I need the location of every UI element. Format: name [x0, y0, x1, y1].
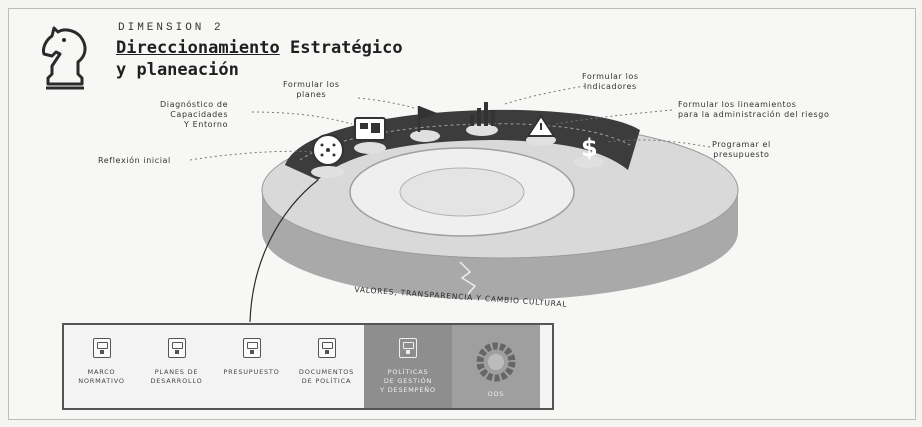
label-formular-planes: Formular los planes — [283, 80, 340, 99]
document-icon — [399, 338, 417, 358]
cell-label: ODS — [487, 390, 505, 398]
connector-line — [249, 179, 319, 323]
cell-documentos-politica: DOCUMENTOS DE POLÍTICA — [289, 325, 364, 408]
cell-marco-normativo: MARCO NORMATIVO — [64, 325, 139, 408]
cell-label: PLANES DE DESARROLLO — [150, 368, 203, 385]
label-programar-presupuesto: Programar el presupuesto — [712, 140, 771, 159]
document-icon — [317, 338, 336, 358]
inner-core — [399, 167, 525, 217]
cell-label: POLÍTICAS DE GESTIÓN Y DESEMPEÑO — [380, 368, 436, 394]
title-rest: Estratégico — [279, 38, 403, 58]
reflexion-icon — [311, 134, 345, 178]
svg-text:$: $ — [581, 134, 598, 162]
chess-knight-icon — [42, 26, 87, 90]
bar-chart-icon — [466, 102, 498, 136]
cell-politicas-gestion: POLÍTICAS DE GESTIÓN Y DESEMPEÑO — [364, 325, 452, 408]
dimension-label: DIMENSION 2 — [118, 22, 224, 34]
label-formular-indicadores: Formular los Indicadores — [582, 72, 639, 91]
inputs-panel: MARCO NORMATIVO PLANES DE DESARROLLO PRE… — [62, 323, 554, 410]
label-lineamientos-riesgo: Formular los lineamientos para la admini… — [678, 100, 830, 119]
page-title: Direccionamiento Estratégico — [116, 38, 403, 58]
title-underlined: Direccionamiento — [116, 38, 280, 58]
warning-icon — [526, 114, 556, 146]
cell-planes-desarrollo: PLANES DE DESARROLLO — [139, 325, 214, 408]
document-icon — [92, 338, 111, 358]
label-reflexion: Reflexión inicial — [98, 156, 171, 165]
document-icon — [167, 338, 186, 358]
cell-presupuesto: PRESUPUESTO — [214, 325, 289, 408]
cell-label: PRESUPUESTO — [223, 368, 280, 376]
flag-icon — [410, 106, 440, 142]
diagnostico-icon — [354, 117, 386, 154]
page-subtitle: y planeación — [116, 60, 239, 80]
ods-ring-icon — [476, 342, 516, 382]
cell-ods: ODS — [452, 325, 540, 408]
cell-label: DOCUMENTOS DE POLÍTICA — [298, 368, 355, 385]
dollar-icon: $ — [574, 134, 604, 168]
document-icon — [242, 338, 261, 358]
crack-line — [459, 261, 477, 295]
platter-side — [262, 190, 738, 300]
cell-label: MARCO NORMATIVO — [78, 368, 125, 385]
label-diagnostico: Diagnóstico de Capacidades Y Entorno — [160, 100, 229, 129]
leader-lines — [189, 85, 711, 161]
